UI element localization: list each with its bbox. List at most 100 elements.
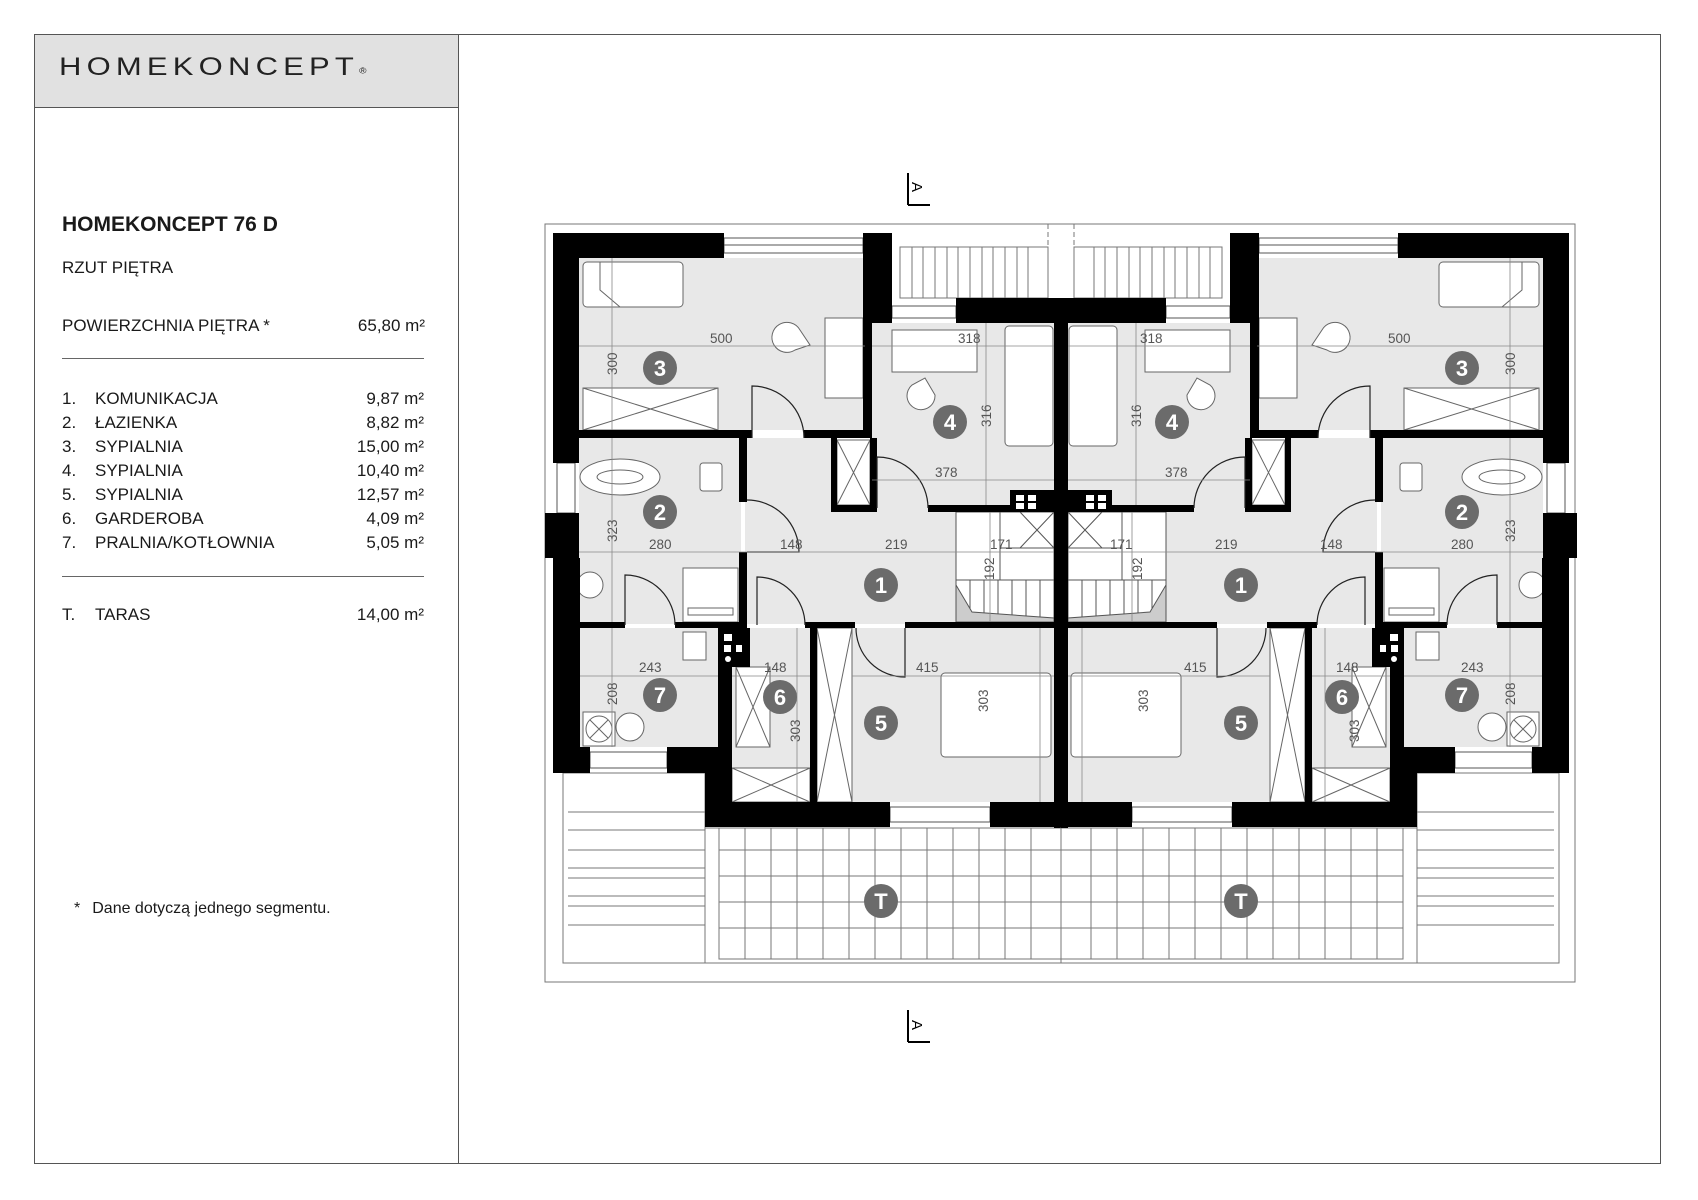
terrace-list-item: T. TARAS 14,00 m² — [62, 605, 424, 627]
dimension-label: 415 — [1184, 660, 1207, 675]
dimension-label: 378 — [935, 465, 958, 480]
section-marker-bottom: A — [907, 1010, 930, 1043]
sheet-frame — [34, 34, 1661, 1164]
dimension-label: 148 — [780, 537, 803, 552]
footnote-text: Dane dotyczą jednego segmentu. — [92, 900, 331, 917]
room-area: 15,00 m² — [356, 437, 424, 456]
section-marker-top: A — [907, 173, 930, 206]
dimension-label: 303 — [788, 719, 803, 742]
marker-label: 2 — [654, 500, 666, 525]
floor-area-value: 65,80 m² — [357, 316, 425, 335]
dimension-label: 378 — [1165, 465, 1188, 480]
dimension-label: 148 — [764, 660, 787, 675]
panel-divider — [458, 34, 459, 1164]
dimension-label: 219 — [885, 537, 908, 552]
dimension-label: 219 — [1215, 537, 1238, 552]
room-number: 5. — [62, 485, 77, 504]
dimension-label: 300 — [1503, 352, 1518, 375]
right-segment — [1060, 223, 1578, 964]
dimension-label: 243 — [1461, 660, 1484, 675]
room-name: TARAS — [95, 605, 151, 624]
marker-room-2: 2 — [1445, 495, 1479, 529]
room-area: 14,00 m² — [356, 605, 424, 624]
dimension-label: 500 — [710, 331, 733, 346]
project-title: HOMEKONCEPT 76 D — [62, 213, 278, 236]
section-label: A — [908, 1020, 925, 1030]
floor-area-label: POWIERZCHNIA PIĘTRA * — [62, 316, 270, 335]
room-name: SYPIALNIA — [95, 437, 183, 456]
marker-label: 3 — [1456, 356, 1468, 381]
dimension-label: 318 — [958, 331, 981, 346]
dimension-label: 318 — [1140, 331, 1163, 346]
dimension-label: 208 — [1503, 682, 1518, 705]
room-area: 8,82 m² — [366, 413, 424, 432]
dimension-label: 192 — [982, 557, 997, 580]
room-area: 5,05 m² — [366, 533, 424, 552]
room-area: 9,87 m² — [366, 389, 424, 408]
dimension-label: 148 — [1320, 537, 1343, 552]
room-name: ŁAZIENKA — [95, 413, 178, 432]
logo-text: HOMEKONCEPT — [59, 52, 360, 81]
dimension-label: 192 — [1130, 557, 1145, 580]
marker-label: 1 — [875, 573, 887, 598]
dimension-label: 300 — [605, 352, 620, 375]
marker-label: 7 — [654, 683, 666, 708]
dimension-label: 280 — [1451, 537, 1474, 552]
marker-room-2: 2 — [643, 495, 677, 529]
plan-subtitle: RZUT PIĘTRA — [62, 258, 174, 277]
dimension-label: 280 — [649, 537, 672, 552]
marker-room-6: 6 — [1325, 680, 1359, 714]
room-number: 1. — [62, 389, 77, 408]
dimension-label: 415 — [916, 660, 939, 675]
marker-room-6: 6 — [763, 680, 797, 714]
room-number: 4. — [62, 461, 77, 480]
room-number: 3. — [62, 437, 77, 456]
marker-room-3: 3 — [643, 351, 677, 385]
room-name: SYPIALNIA — [95, 485, 183, 504]
registered-mark: ® — [359, 66, 367, 76]
dimension-label: 171 — [990, 537, 1013, 552]
room-markers: 3 4 2 1 7 6 5 T 3 4 2 1 7 6 5 T — [643, 351, 1479, 918]
dimension-label: 316 — [1129, 404, 1144, 427]
marker-label: 2 — [1456, 500, 1468, 525]
marker-label: T — [874, 889, 888, 914]
left-segment — [544, 223, 1062, 964]
dimension-label: 303 — [976, 689, 991, 712]
room-number: T. — [62, 605, 76, 624]
plan-outline — [544, 223, 1576, 983]
room-list-item: 7. PRALNIA/KOTŁOWNIA 5,05 m² — [62, 533, 424, 555]
room-list-item: 5. SYPIALNIA 12,57 m² — [62, 485, 424, 507]
marker-room-5: 5 — [864, 706, 898, 740]
footnote-mark: * — [74, 900, 81, 917]
room-area: 12,57 m² — [356, 485, 424, 504]
marker-room-3: 3 — [1445, 351, 1479, 385]
dimension-label: 303 — [1136, 689, 1151, 712]
room-area: 4,09 m² — [366, 509, 424, 528]
marker-label: 6 — [1336, 685, 1348, 710]
logo-header: HOMEKONCEPT® — [35, 35, 458, 108]
marker-room-7: 7 — [643, 678, 677, 712]
marker-room-1: 1 — [864, 568, 898, 602]
marker-label: 5 — [1235, 711, 1247, 736]
marker-label: 4 — [944, 410, 957, 435]
divider — [62, 576, 424, 577]
marker-room-4: 4 — [933, 405, 967, 439]
dimensions-left: 500 300 318 316 378 323 280 148 219 171 … — [605, 331, 1013, 742]
marker-label: 6 — [774, 685, 786, 710]
room-list-item: 2. ŁAZIENKA 8,82 m² — [62, 413, 424, 435]
marker-room-4: 4 — [1155, 405, 1189, 439]
room-list-item: 3. SYPIALNIA 15,00 m² — [62, 437, 424, 459]
dimension-label: 316 — [979, 404, 994, 427]
footnote: * Dane dotyczą jednego segmentu. — [74, 900, 331, 918]
room-number: 2. — [62, 413, 77, 432]
marker-room-1: 1 — [1224, 568, 1258, 602]
section-label: A — [908, 182, 925, 192]
dimensions-right: 500 300 318 316 378 323 280 148 219 171 … — [1110, 331, 1518, 742]
dimension-label: 303 — [1347, 719, 1362, 742]
room-number: 7. — [62, 533, 77, 552]
room-name: PRALNIA/KOTŁOWNIA — [95, 533, 275, 552]
